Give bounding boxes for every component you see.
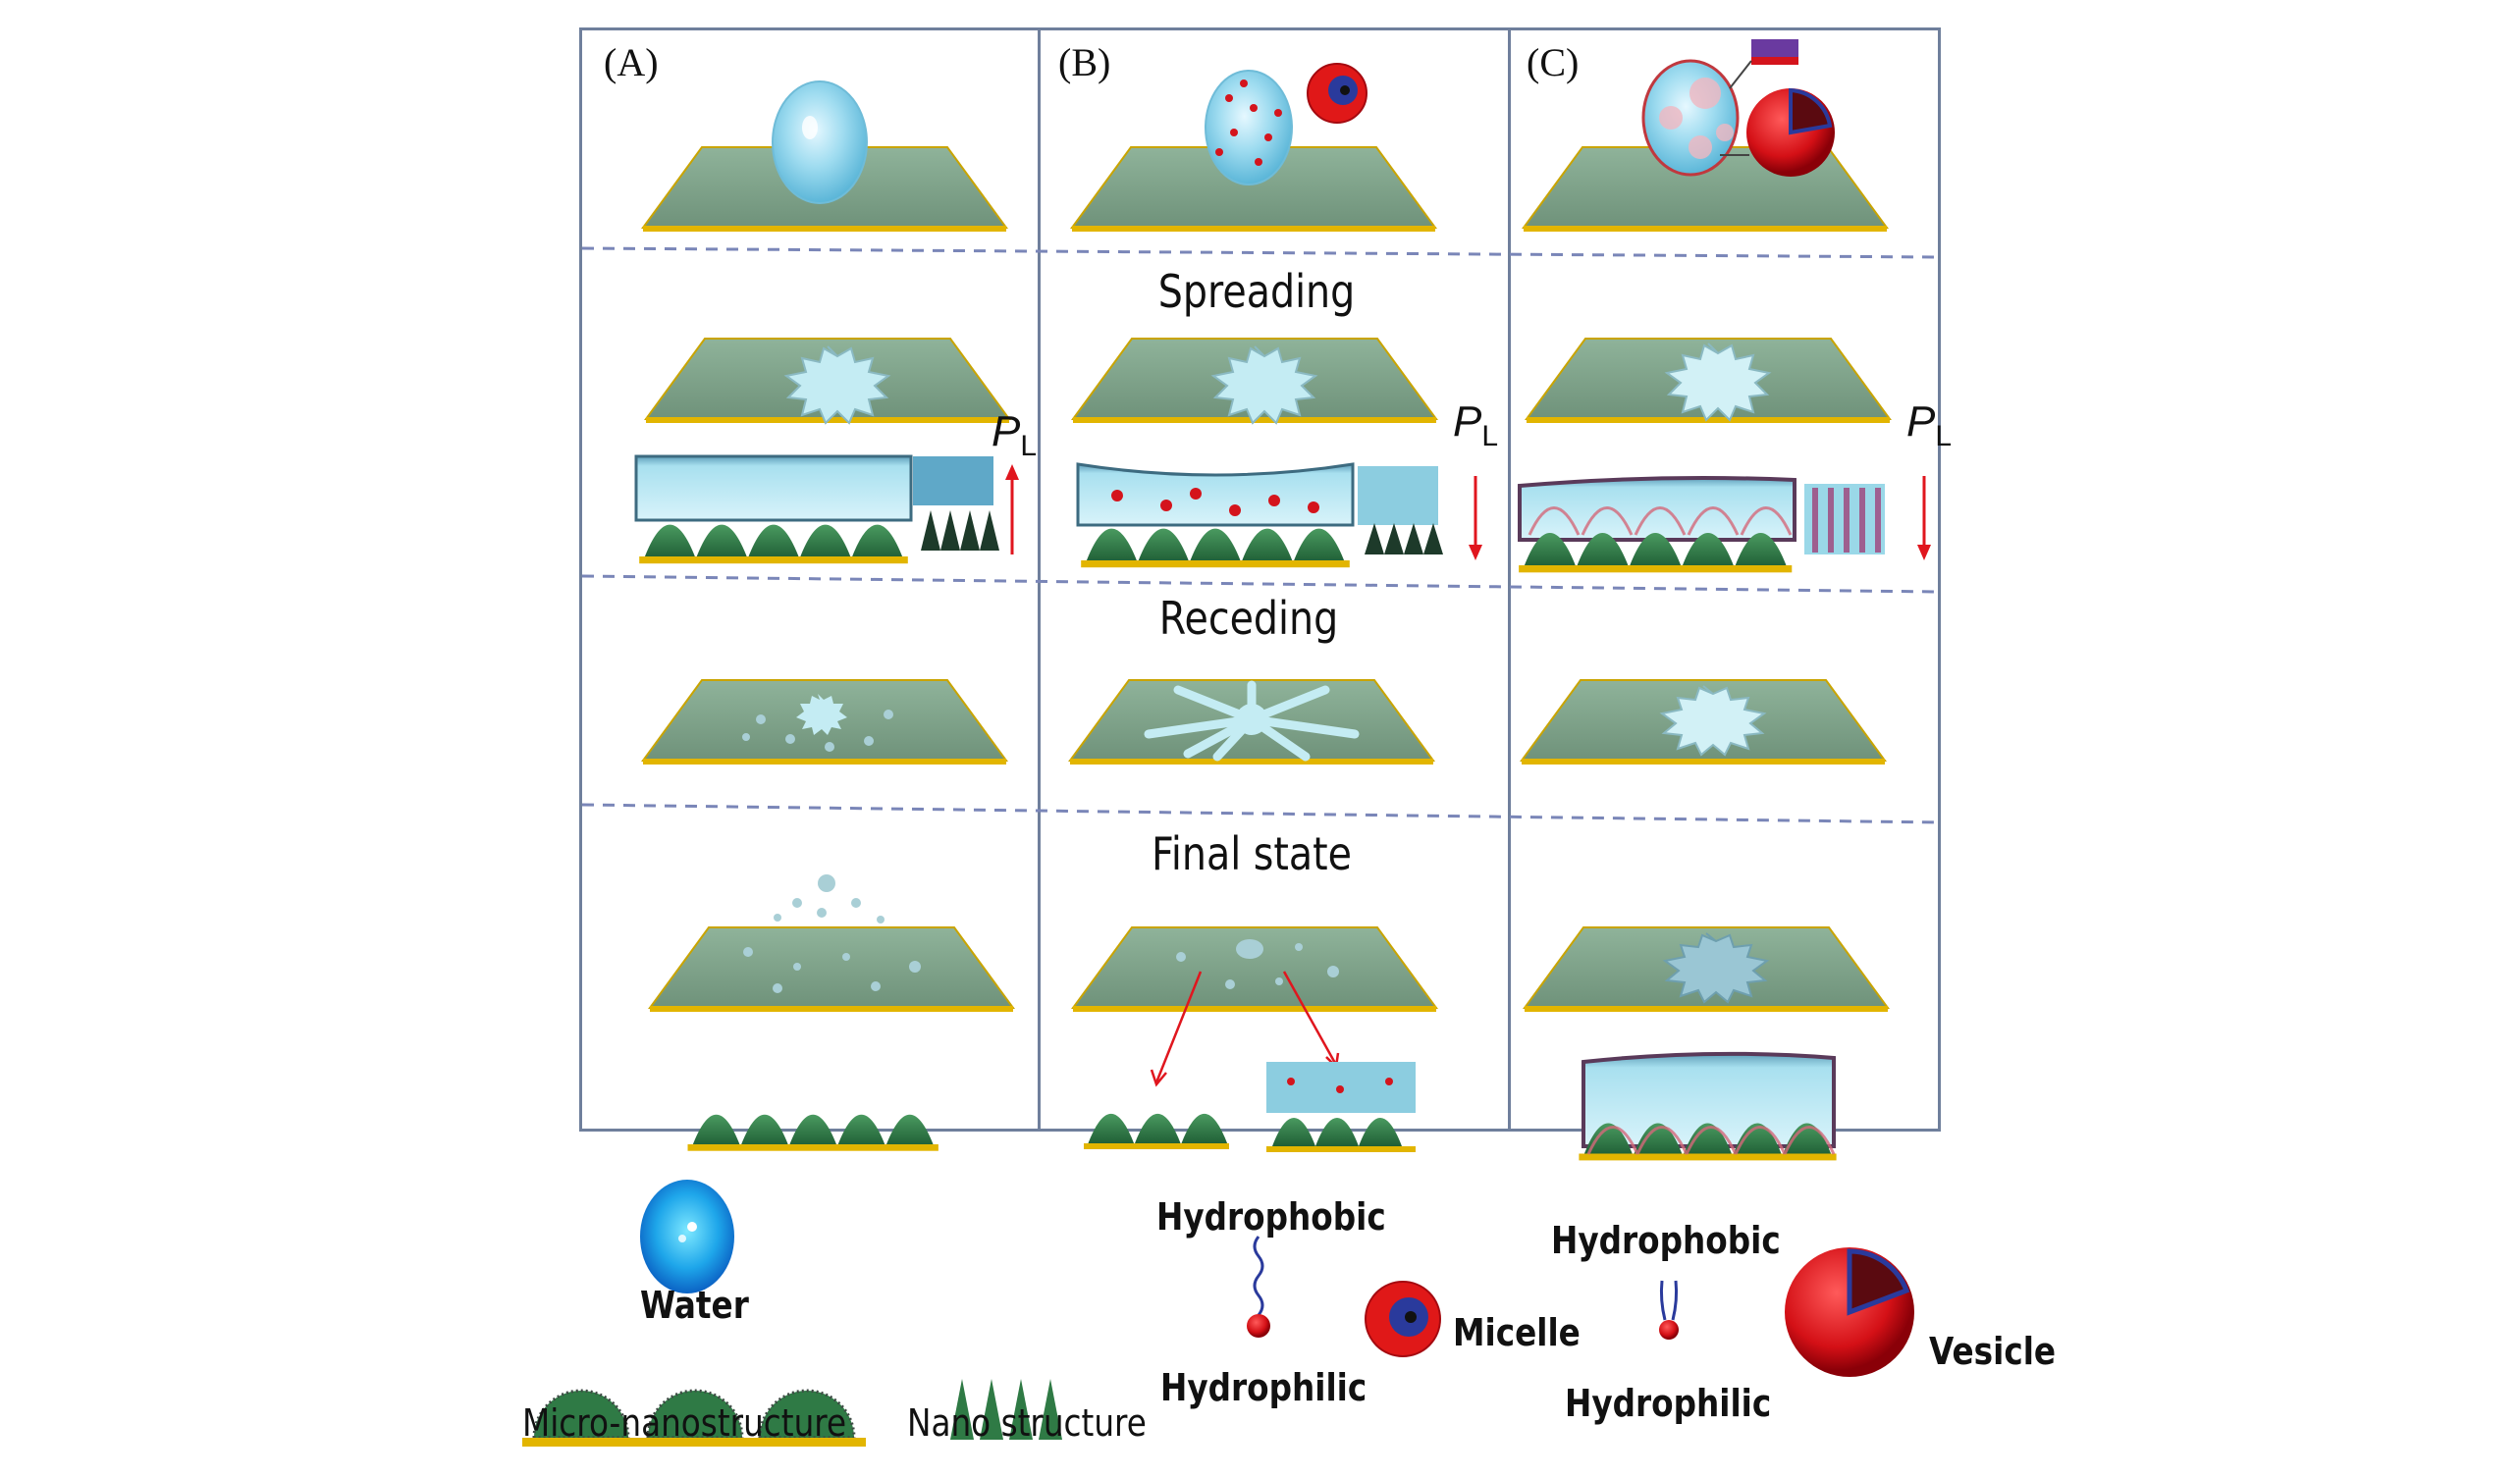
panel-b-final-cross-section-dry (1084, 1113, 1229, 1149)
legend-label-hydrophilic-1: Hydrophilic (1160, 1366, 1367, 1409)
surfactant-droplet (1205, 70, 1293, 185)
vesicle-droplet (1641, 59, 1740, 177)
legend-micro-nanostructure-icon (522, 1389, 866, 1447)
panel-b-initial (1071, 63, 1436, 233)
nano-spikes (921, 510, 999, 551)
panel-label-c: (C) (1527, 40, 1580, 84)
panel-c-spreading-plate (1526, 338, 1891, 424)
panel-b-spreading-plate (1072, 338, 1437, 425)
legend-micelle-icon (1365, 1281, 1441, 1357)
panel-c-receding (1521, 679, 1886, 765)
legend-label-micro-nanostructure: Micro-nanostructure (522, 1401, 847, 1445)
stage-title-receding: Receding (1158, 592, 1339, 645)
residual-droplets (1176, 939, 1339, 989)
legend-surfactant-icon (1247, 1236, 1270, 1338)
legend-label-hydrophobic-1: Hydrophobic (1156, 1195, 1386, 1239)
separator-initial-spreading (581, 246, 1940, 259)
separator-spreading-receding (581, 574, 1940, 594)
nano-spikes (1365, 523, 1443, 554)
legend-label-water: Water (640, 1284, 749, 1327)
rolling-droplets (743, 947, 921, 993)
panel-b-receding (1069, 679, 1434, 765)
surfactant-dots (1111, 488, 1319, 516)
legend-double-tail-surfactant-icon (1659, 1280, 1679, 1340)
figure-frame (579, 27, 1941, 1132)
panel-b-final (1072, 926, 1437, 1087)
panel-a-final (649, 874, 1014, 1013)
vesicle-film (1659, 685, 1767, 757)
spreading-film (1664, 343, 1772, 422)
panel-b-cross-section (1076, 462, 1482, 568)
nano-inset-water (913, 456, 993, 505)
water-film (634, 454, 913, 522)
panel-a-cross-section (634, 454, 1019, 564)
panel-a-initial (642, 80, 1007, 233)
panel-c-final (1524, 926, 1889, 1013)
separator-receding-final (581, 803, 1940, 824)
legend-nano-structure-icon (950, 1379, 1062, 1440)
legend-water-icon (640, 1180, 734, 1293)
panel-label-b: (B) (1058, 40, 1111, 84)
substrate-plate (649, 926, 1014, 1013)
stage-title-spreading: Spreading (1157, 265, 1356, 318)
panel-a-final-cross-section (687, 1114, 938, 1151)
panel-label-a: (A) (604, 40, 659, 84)
legend-label-micelle: Micelle (1453, 1311, 1581, 1354)
pressure-label-c: PL (1906, 397, 1953, 452)
residual-film (796, 694, 847, 735)
column-divider-ab (1038, 27, 1041, 1132)
pinned-film (1662, 932, 1770, 1004)
panel-a-receding (642, 679, 1007, 765)
legend-label-hydrophilic-2: Hydrophilic (1565, 1382, 1772, 1425)
micro-nanostructure-dry (687, 1114, 938, 1151)
pressure-label-b: PL (1453, 397, 1499, 452)
panel-c-cross-section (1518, 476, 1931, 573)
water-film (1076, 462, 1355, 527)
panel-c-initial (1523, 39, 1888, 233)
bouncing-droplets (774, 874, 885, 923)
panel-c-final-cross-section (1579, 1051, 1837, 1161)
nano-inset-water (1358, 466, 1438, 525)
column-divider-bc (1508, 27, 1511, 1132)
legend-label-vesicle: Vesicle (1929, 1330, 2057, 1373)
bilayer-inset (1729, 39, 1798, 89)
micelle-inset (1307, 63, 1367, 124)
spreading-film (1210, 345, 1318, 425)
spreading-film (783, 345, 891, 425)
legend-vesicle-icon (1785, 1247, 1914, 1377)
panel-a-spreading-plate (645, 338, 1010, 425)
small-droplets (742, 710, 893, 752)
panel-b-final-cross-section-wet (1266, 1062, 1416, 1152)
stage-title-final-state: Final state (1152, 827, 1352, 880)
legend-label-hydrophobic-2: Hydrophobic (1551, 1219, 1781, 1262)
pressure-label-a: PL (992, 407, 1038, 462)
legend-label-nano-structure: Nano structure (907, 1401, 1147, 1445)
arrow-to-dry (1154, 971, 1203, 1083)
water-droplet (772, 80, 868, 204)
arrow-to-wet (1282, 971, 1338, 1066)
vesicle-inset (1720, 87, 1835, 177)
